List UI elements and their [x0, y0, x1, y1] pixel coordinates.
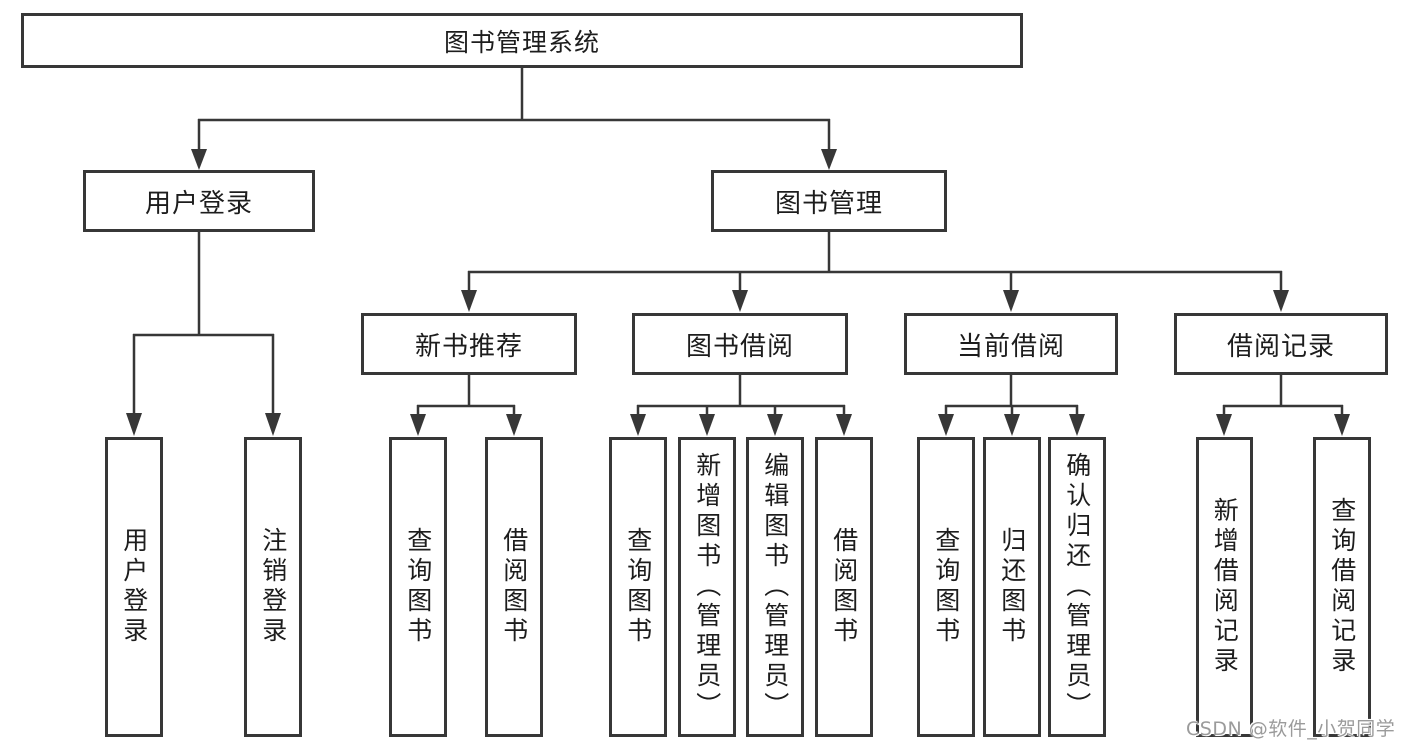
leaf-add-borrow-record: 新增借阅记录 [1196, 437, 1253, 737]
connector-bookborrow-to-leaves [630, 374, 852, 436]
node-borrow-records: 借阅记录 [1174, 313, 1388, 375]
connector-records-to-leaves [1216, 374, 1350, 436]
leaf-query-books-recommend: 查询图书 [389, 437, 447, 737]
connector-userlogin-to-leaves [126, 231, 281, 436]
leaf-query-books-borrow: 查询图书 [609, 437, 667, 737]
leaf-borrow-books-borrow: 借阅图书 [815, 437, 873, 737]
leaf-user-login: 用户登录 [105, 437, 163, 737]
leaf-add-book-admin: 新增图书（管理员） [678, 437, 736, 737]
watermark: CSDN @软件_小贺同学 [1186, 718, 1396, 740]
node-book-borrow: 图书借阅 [632, 313, 848, 375]
leaf-borrow-books-recommend: 借阅图书 [485, 437, 543, 737]
leaf-query-borrow-record: 查询借阅记录 [1313, 437, 1371, 737]
leaf-edit-book-admin: 编辑图书（管理员） [746, 437, 804, 737]
node-current-borrow: 当前借阅 [904, 313, 1118, 375]
leaf-return-books: 归还图书 [983, 437, 1041, 737]
leaf-confirm-return-admin: 确认归还（管理员） [1048, 437, 1106, 737]
node-user-login: 用户登录 [83, 170, 315, 232]
node-root: 图书管理系统 [21, 13, 1023, 68]
node-book-management: 图书管理 [711, 170, 947, 232]
leaf-logout: 注销登录 [244, 437, 302, 737]
leaf-query-books-current: 查询图书 [917, 437, 975, 737]
node-new-book-recommend: 新书推荐 [361, 313, 577, 375]
connector-newbook-to-leaves [410, 374, 522, 436]
connector-bookmgmt-to-level2 [461, 231, 1289, 312]
connector-currentborrow-to-leaves [938, 374, 1085, 436]
connector-root-to-level1 [191, 66, 837, 170]
